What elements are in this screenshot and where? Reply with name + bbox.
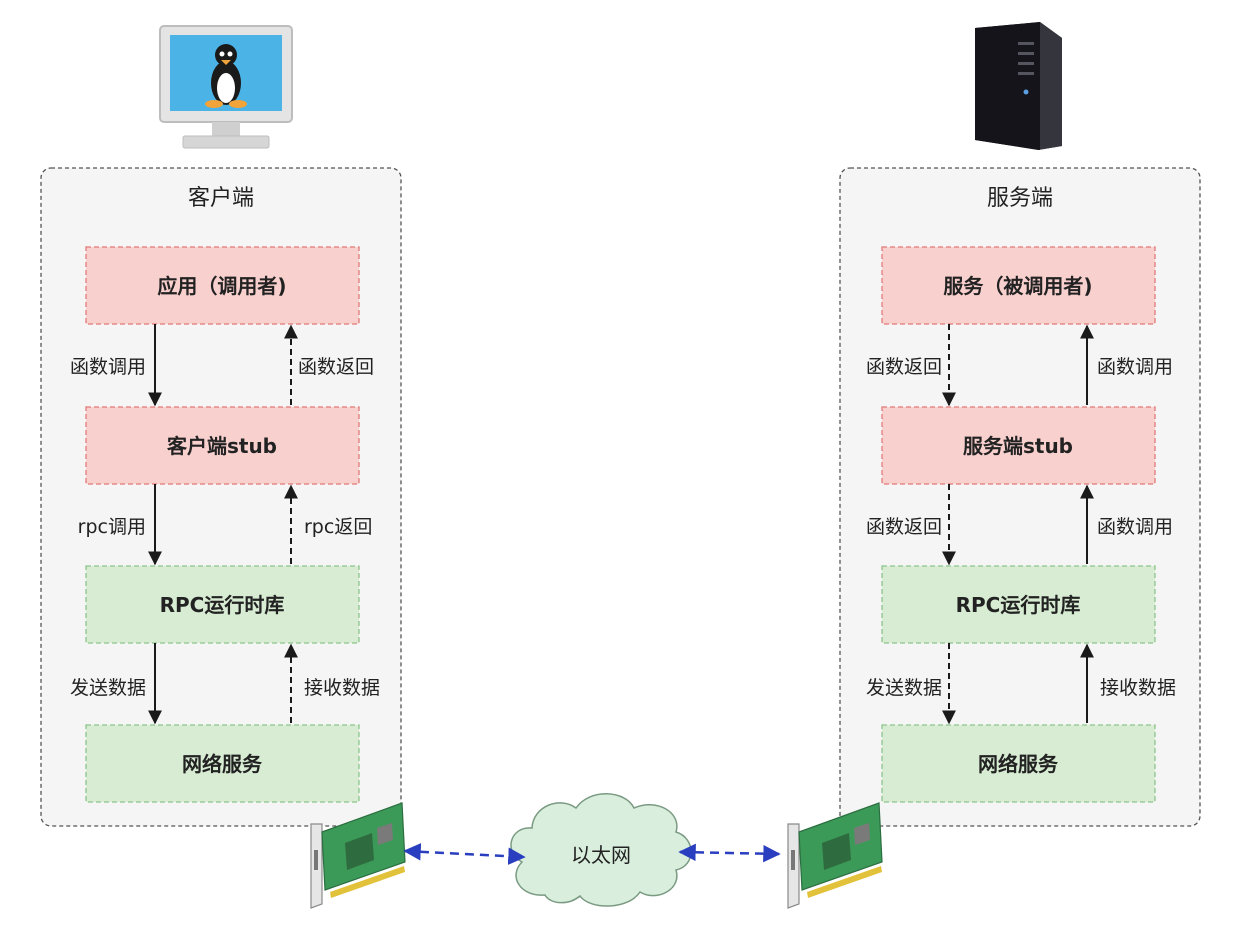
client-container	[40, 167, 402, 827]
server-edge-label-stub-down: 函数返回	[866, 516, 942, 538]
server-container	[839, 167, 1201, 827]
server-network-box: 网络服务	[881, 724, 1156, 803]
client-edge-label-stub-down: rpc调用	[78, 516, 146, 538]
server-runtime-box: RPC运行时库	[881, 565, 1156, 644]
client-ethernet-link-arrow	[403, 843, 526, 865]
server-network-card-icon	[787, 802, 883, 909]
server-edge-label-network-up: 接收数据	[1100, 677, 1176, 699]
server-title: 服务端	[987, 186, 1053, 211]
server-edge-label-runtime-down: 发送数据	[866, 677, 942, 699]
server-network-label: 网络服务	[978, 752, 1059, 776]
server-stub-label: 服务端stub	[963, 434, 1073, 458]
client-edge-label-runtime-down: 发送数据	[70, 677, 146, 699]
server-edge-label-app-down: 函数返回	[866, 356, 942, 378]
ethernet-cloud-label: 以太网	[571, 843, 631, 867]
server-edge-label-stub-up: 函数调用	[1097, 356, 1173, 378]
client-stub-label: 客户端stub	[166, 434, 277, 458]
client-edge-label-app-down: 函数调用	[70, 356, 146, 378]
client-edge-label-runtime-up: rpc返回	[304, 516, 372, 538]
client-edge-label-stub-up: 函数返回	[298, 356, 374, 378]
ethernet-cloud-icon: 以太网	[510, 793, 692, 907]
server-app-label: 服务（被调用者)	[943, 274, 1092, 298]
client-stub-box: 客户端stub	[85, 406, 360, 485]
client-runtime-box: RPC运行时库	[85, 565, 360, 644]
client-title: 客户端	[188, 186, 254, 211]
client-network-label: 网络服务	[182, 752, 263, 776]
server-tower-icon	[975, 22, 1062, 150]
client-runtime-label: RPC运行时库	[160, 593, 285, 617]
client-network-card-icon	[310, 802, 406, 909]
server-app-box: 服务（被调用者)	[881, 246, 1156, 325]
client-network-box: 网络服务	[85, 724, 360, 803]
linux-monitor-icon	[159, 25, 293, 149]
client-edge-label-network-up: 接收数据	[304, 677, 380, 699]
server-edge-label-runtime-up: 函数调用	[1097, 516, 1173, 538]
client-app-label: 应用（调用者)	[157, 274, 286, 298]
server-stub-box: 服务端stub	[881, 406, 1156, 485]
server-ethernet-link-arrow	[678, 843, 781, 863]
server-runtime-label: RPC运行时库	[956, 593, 1081, 617]
client-app-box: 应用（调用者)	[85, 246, 360, 325]
